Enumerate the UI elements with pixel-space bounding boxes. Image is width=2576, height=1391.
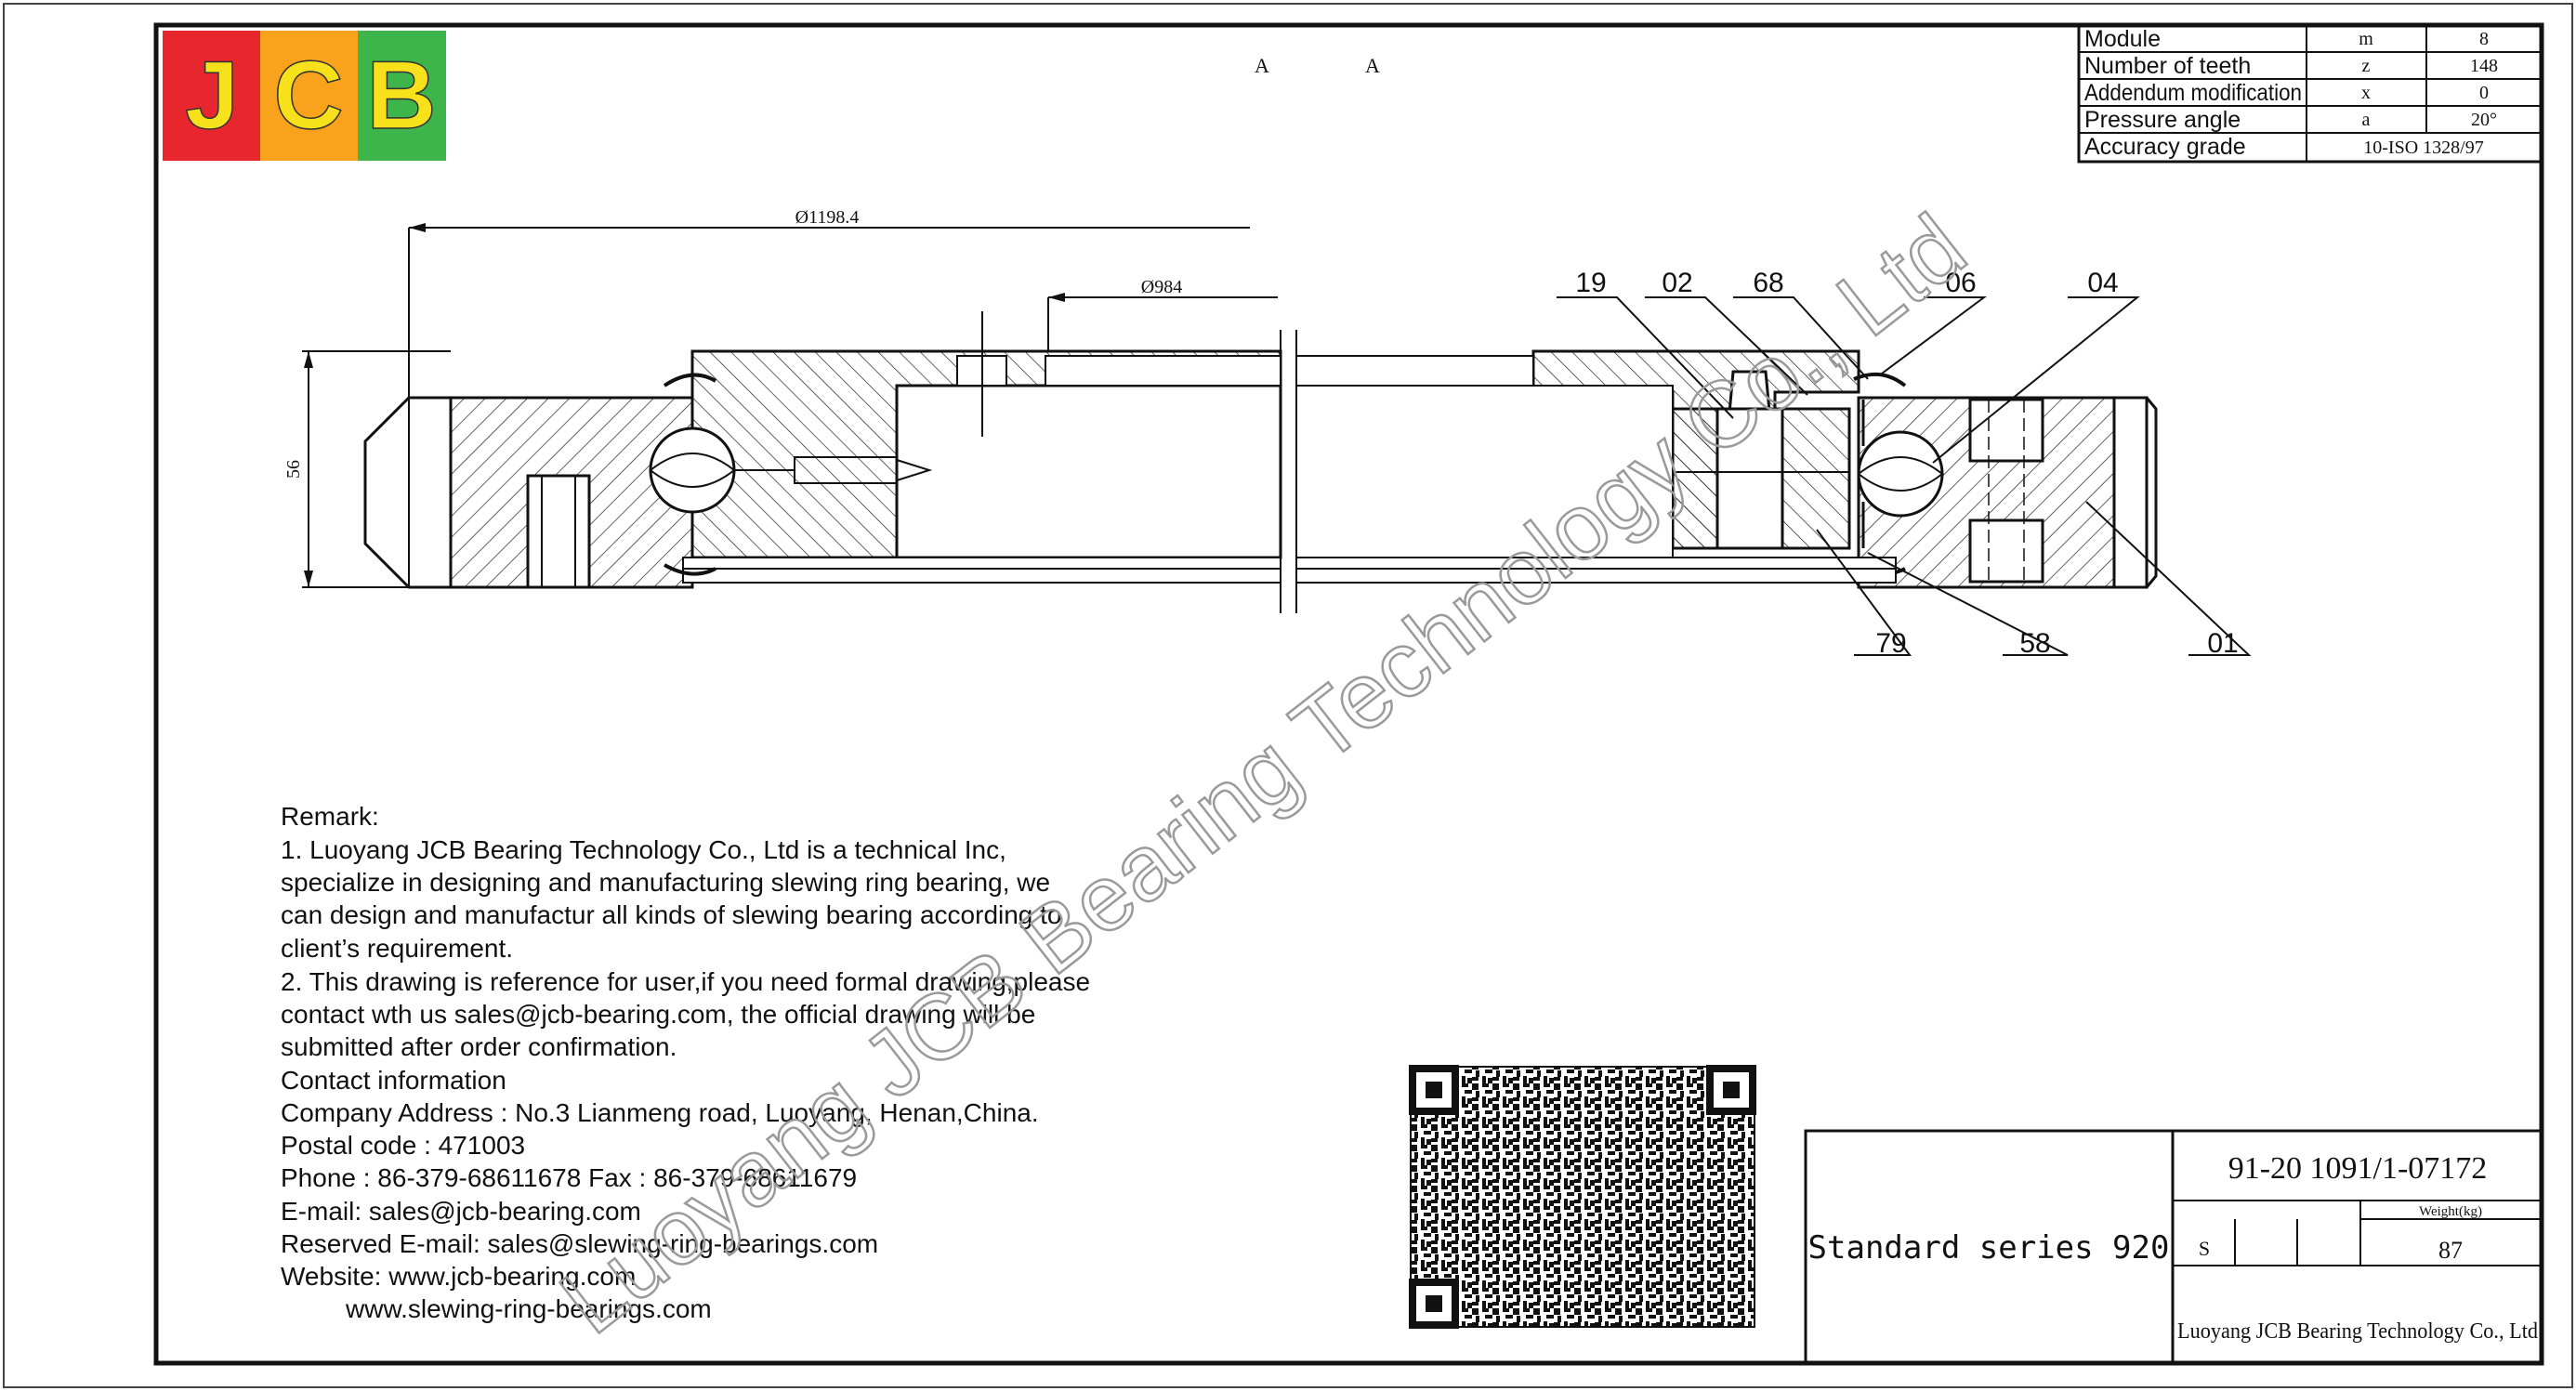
title-block: Standard series 920 91-20 1091/1-07172 W… [1804, 1129, 2543, 1365]
remark-line: Company Address : No.3 Lianmeng road, Lu… [281, 1098, 1039, 1127]
part-labels: 19 02 68 06 04 79 58 01 [1575, 268, 2238, 659]
spec-symbol: x [2361, 83, 2371, 103]
dim-outer-diameter: Ø1198.4 [795, 207, 860, 228]
jcb-logo: J C B [163, 31, 446, 161]
spec-row-teeth: Number of teeth z 148 [2084, 53, 2498, 79]
spec-label: Pressure angle [2084, 107, 2241, 133]
remark-line: Phone : 86-379-68611678 Fax : 86-379-686… [281, 1163, 857, 1192]
remark-line: 2. This drawing is reference for user,if… [281, 967, 1090, 996]
logo-letter-j: J [185, 42, 239, 150]
spec-value: 8 [2479, 29, 2489, 49]
spec-table: Module m 8 Number of teeth z 148 Addendu… [2077, 23, 2543, 164]
spec-symbol: a [2362, 110, 2371, 130]
remark-line: 1. Luoyang JCB Bearing Technology Co., L… [281, 835, 1006, 864]
logo-letter-b: B [366, 42, 436, 150]
outer-border [3, 3, 2573, 1388]
part-label-79: 79 [1875, 628, 1906, 659]
remark-line: www.slewing-ring-bearings.com [281, 1294, 712, 1323]
remark-line: Remark: [281, 802, 379, 831]
weight-value: 87 [2438, 1237, 2463, 1264]
remark-line: can design and manufactur all kinds of s… [281, 900, 1062, 929]
remark-line: contact wth us sales@jcb-bearing.com, th… [281, 1000, 1035, 1029]
remark-line: submitted after order confirmation. [281, 1032, 677, 1061]
company-name: Luoyang JCB Bearing Technology Co., Ltd [2177, 1319, 2538, 1344]
spec-row-module: Module m 8 [2084, 26, 2489, 52]
drawing-frame [153, 22, 2544, 1366]
series-title: Standard series 920 [1808, 1229, 2170, 1266]
weight-label: Weight(kg) [2419, 1204, 2482, 1219]
part-label-68: 68 [1753, 268, 1783, 298]
section-mark-left: A [1255, 54, 1269, 77]
spec-row-addendum: Addendum modification x 0 [2084, 80, 2489, 106]
spec-label: Module [2084, 26, 2161, 52]
remark-line: Reserved E-mail: sales@slewing-ring-bear… [281, 1229, 878, 1258]
dim-inner-diameter: Ø984 [1141, 277, 1182, 297]
part-label-19: 19 [1575, 268, 1606, 298]
spec-value: 20° [2471, 110, 2497, 130]
section-mark-right: A [1365, 54, 1380, 77]
part-label-58: 58 [2019, 628, 2050, 659]
spec-symbol: z [2362, 56, 2371, 76]
scale-mark: S [2199, 1237, 2210, 1260]
remark-line: Website: www.jcb-bearing.com [281, 1262, 636, 1291]
bearing-cross-section [302, 223, 2252, 656]
remark-block: Remark: 1. Luoyang JCB Bearing Technolog… [281, 802, 1090, 1323]
spec-value: 0 [2479, 83, 2489, 103]
spec-label: Number of teeth [2084, 53, 2251, 79]
spec-symbol: m [2359, 29, 2373, 49]
remark-line: Contact information [281, 1066, 506, 1095]
spec-row-pressure: Pressure angle a 20° [2084, 107, 2497, 133]
dim-height: 56 [283, 460, 304, 479]
remark-line: E-mail: sales@jcb-bearing.com [281, 1197, 641, 1226]
spec-label: Addendum modification [2084, 80, 2302, 106]
part-label-04: 04 [2087, 268, 2118, 298]
remark-line: specialize in designing and manufacturin… [281, 868, 1050, 897]
remark-line: Postal code : 471003 [281, 1131, 525, 1160]
part-label-02: 02 [1662, 268, 1692, 298]
spec-row-accuracy: Accuracy grade 10-ISO 1328/97 [2084, 134, 2484, 160]
qr-code [1409, 1065, 1756, 1329]
part-label-01: 01 [2207, 628, 2238, 659]
spec-value: 148 [2470, 56, 2498, 76]
remark-line: client’s requirement. [281, 934, 513, 963]
spec-label: Accuracy grade [2084, 134, 2246, 160]
spec-value: 10-ISO 1328/97 [2363, 138, 2483, 158]
logo-letter-c: C [273, 42, 343, 150]
drawing-number: 91-20 1091/1-07172 [2228, 1151, 2488, 1186]
part-label-06: 06 [1945, 268, 1976, 298]
